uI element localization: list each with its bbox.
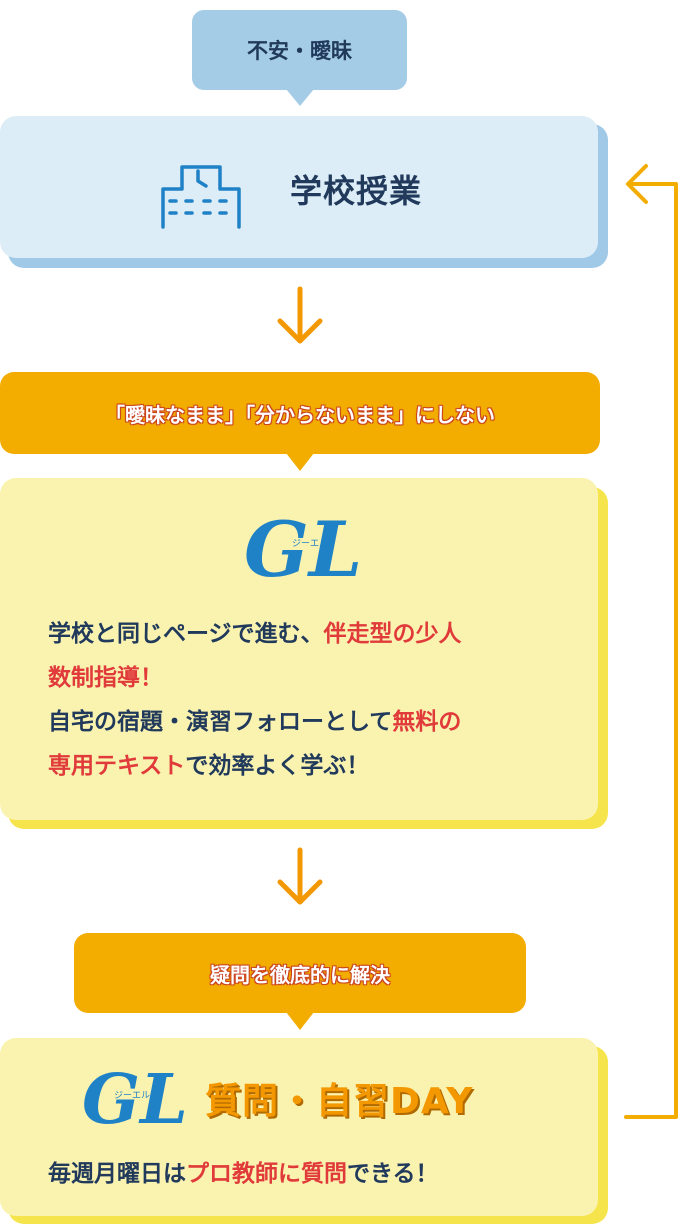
banner-label: 「曖昧なまま」「分からないまま」にしない	[105, 402, 495, 427]
text-span: で効率よく学ぶ！	[185, 753, 370, 779]
text-line: 専用テキストで効率よく学ぶ！	[48, 744, 568, 788]
highlight-span: プロ教師に質問	[186, 1161, 347, 1187]
gl-guidance-text: 学校と同じページで進む、伴走型の少人 数制指導！ 自宅の宿題・演習フォローとして…	[48, 612, 568, 788]
gl-logo: GL ジーエル	[82, 1060, 188, 1140]
text-span: 学校と同じページで進む、	[48, 621, 324, 647]
highlight-span: 伴走型の少人	[323, 621, 462, 647]
text-line: 数制指導！	[48, 656, 568, 700]
school-class-box: 学校授業	[0, 116, 598, 258]
down-arrow-icon	[277, 286, 323, 344]
text-line: 学校と同じページで進む、伴走型の少人	[48, 612, 568, 656]
question-day-box: GL ジーエル 質問・自習DAY 毎週月曜日はプロ教師に質問できる！	[0, 1038, 598, 1216]
text-line: 自宅の宿題・演習フォローとして無料の	[48, 700, 568, 744]
school-class-label: 学校授業	[290, 172, 423, 210]
gl-logo-ruby: ジーエル	[114, 1091, 151, 1101]
highlight-span: 数制指導！	[48, 665, 163, 691]
gl-guidance-box: GL ジーエル 学校と同じページで進む、伴走型の少人 数制指導！ 自宅の宿題・演…	[0, 478, 598, 820]
banner-resolve-questions: 疑問を徹底的に解決	[74, 933, 526, 1013]
highlight-span: 専用テキスト	[48, 753, 186, 779]
school-building-icon	[161, 165, 241, 229]
question-day-text: 毎週月曜日はプロ教師に質問できる！	[48, 1154, 439, 1188]
banner-label: 疑問を徹底的に解決	[210, 962, 390, 987]
gl-logo-ruby: ジーエル	[292, 539, 329, 549]
gl-logo: GL ジーエル	[244, 505, 363, 594]
text-span: 毎週月曜日は	[48, 1161, 186, 1187]
loop-back-arrow-icon	[624, 164, 678, 1119]
status-tag-anxiety: 不安・曖昧	[192, 10, 407, 90]
text-span: 自宅の宿題・演習フォローとして	[48, 709, 393, 735]
highlight-span: 無料の	[392, 709, 462, 735]
text-span: できる！	[347, 1161, 439, 1187]
gl-logo-letters: GL	[82, 1060, 188, 1140]
status-tag-label: 不安・曖昧	[247, 39, 352, 63]
gl-logo-letters: GL	[244, 505, 363, 594]
down-arrow-icon	[277, 847, 323, 905]
banner-no-ambiguity: 「曖昧なまま」「分からないまま」にしない	[0, 372, 600, 454]
question-day-title: 質問・自習DAY	[205, 1081, 474, 1122]
